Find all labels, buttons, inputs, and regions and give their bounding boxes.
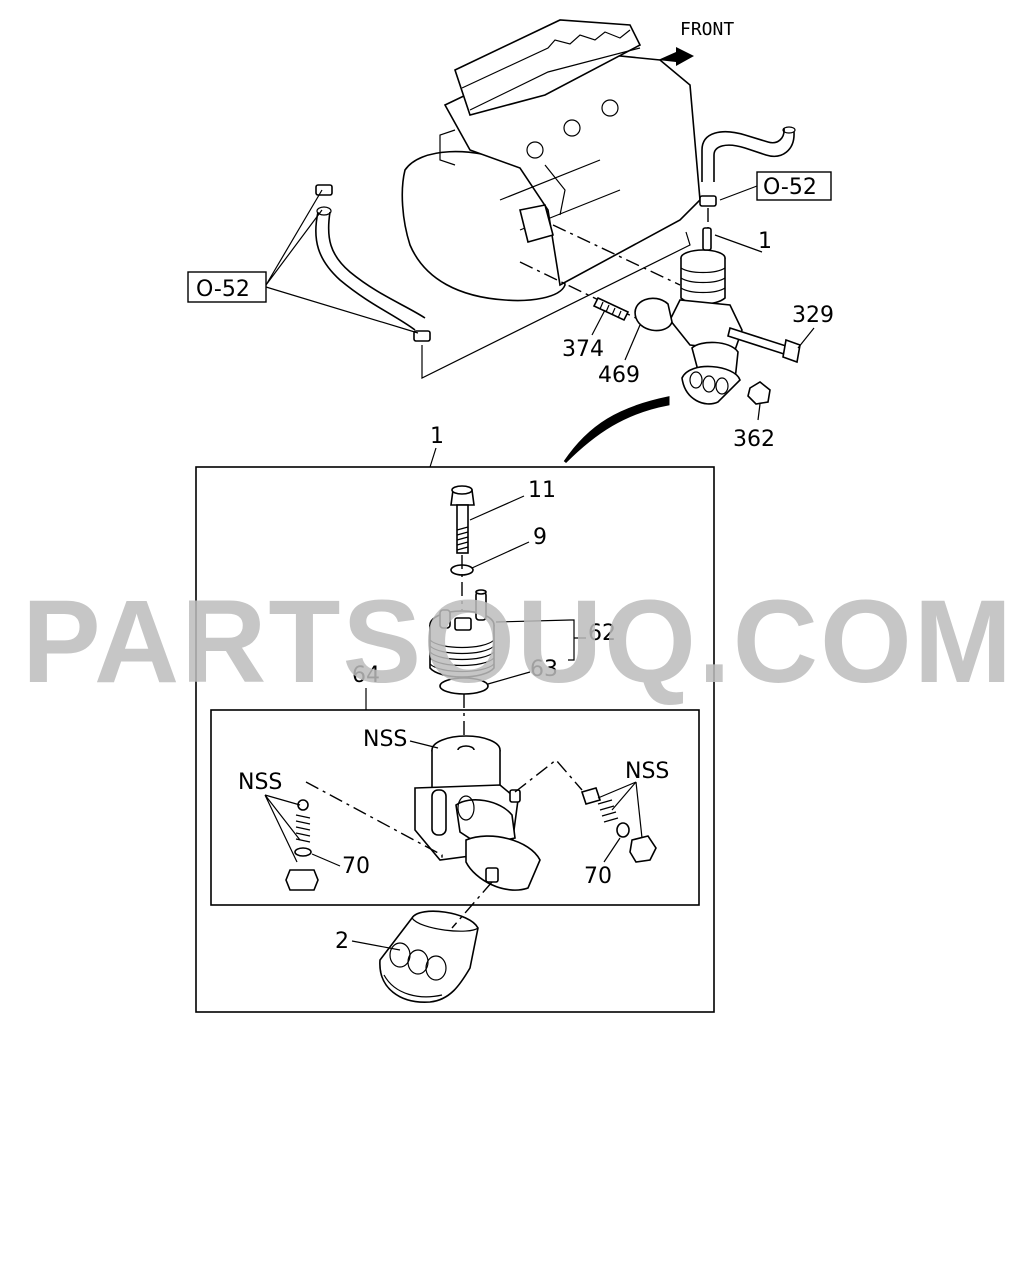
callout-64: 64	[352, 663, 380, 688]
zoom-arrow	[563, 396, 670, 464]
callout-329: 329	[792, 303, 834, 328]
callout-70-right: 70	[584, 864, 612, 889]
left-valve-set	[285, 799, 319, 891]
housing-group-box	[210, 709, 700, 906]
overview-callouts: 1 329 374 469 362	[562, 229, 834, 452]
bolt-329	[727, 326, 801, 364]
svg-text:FRONT: FRONT	[680, 19, 734, 40]
front-arrow-icon	[658, 47, 694, 66]
callout-9: 9	[533, 525, 547, 550]
right-ref-callout: O-52	[719, 171, 832, 201]
overview-oil-cooler	[669, 227, 743, 405]
left-ref-callout: O-52	[187, 189, 419, 334]
callout-1-overview: 1	[758, 229, 772, 254]
right-water-hose	[699, 126, 796, 207]
cooler-housing	[414, 735, 541, 891]
ref-label-left: O-52	[196, 277, 250, 302]
stud-374	[592, 296, 630, 322]
callout-469: 469	[598, 363, 640, 388]
right-valve-set	[580, 787, 657, 863]
callout-63: 63	[530, 657, 558, 682]
callout-nss-housing: NSS	[363, 727, 407, 752]
gasket-469	[634, 297, 673, 332]
callout-70-left: 70	[342, 854, 370, 879]
detail-panel: 1 11 9 62 63	[195, 424, 715, 1013]
callout-nss-left: NSS	[238, 770, 282, 795]
callout-62: 62	[588, 621, 616, 646]
callout-nss-right: NSS	[625, 759, 669, 784]
callout-2: 2	[335, 929, 349, 954]
hose-clamp-upper	[315, 184, 333, 196]
callout-374: 374	[562, 337, 604, 362]
oil-filter-2	[379, 910, 479, 1003]
oil-cooler-62	[429, 589, 495, 678]
hose-clamp-lower	[413, 330, 431, 342]
nut-362	[747, 381, 771, 405]
ref-label-right: O-52	[763, 175, 817, 200]
front-indicator: FRONT	[658, 19, 734, 66]
left-water-hose	[315, 184, 431, 342]
watermark: PARTSOUQ.COM	[22, 576, 1014, 708]
engine-block	[401, 19, 701, 302]
bolt-11	[450, 485, 475, 554]
callout-11: 11	[528, 478, 556, 503]
callout-362: 362	[733, 427, 775, 452]
hose-clamp-right	[699, 195, 717, 207]
detail-title-number: 1	[430, 424, 444, 449]
